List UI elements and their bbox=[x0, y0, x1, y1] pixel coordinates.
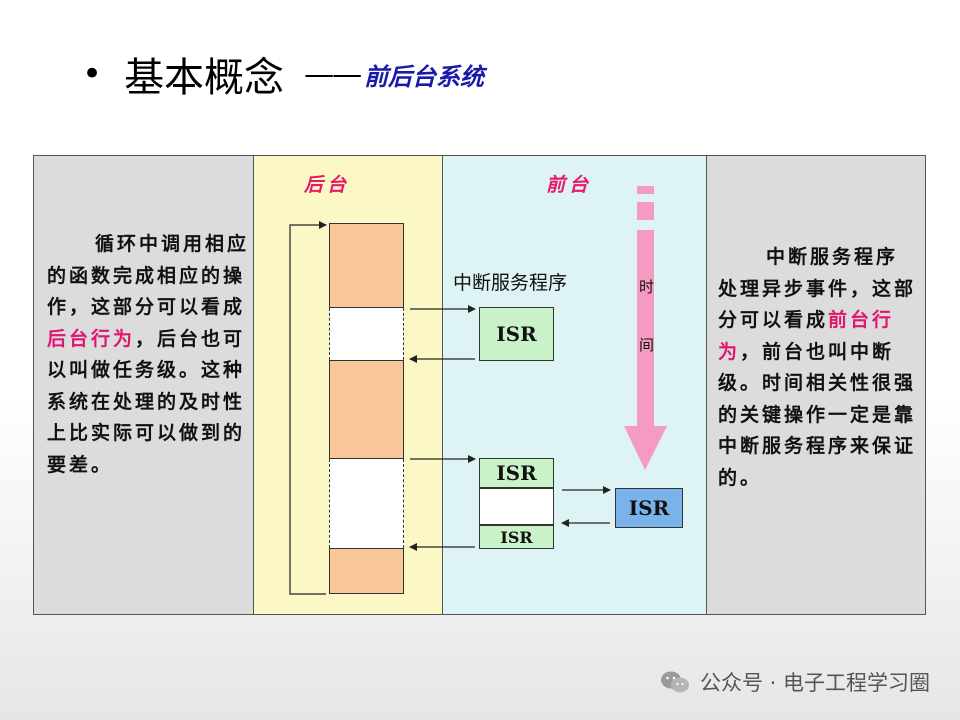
title-bullet: • bbox=[82, 54, 103, 94]
foreground-description-part1: 中断服务程序处理异步事件，这部分可以看成 bbox=[718, 246, 917, 331]
page-title: 基本概念 bbox=[124, 55, 285, 101]
foreground-description: 中断服务程序处理异步事件，这部分可以看成前台行为，前台也叫中断级。时间相关性很强… bbox=[718, 242, 918, 494]
background-description-part2: ，后台也可以叫做任务级。这种系统在处理的及时性上比实际可以做到的要差。 bbox=[47, 327, 246, 476]
page-subtitle: 前后台系统 bbox=[364, 61, 485, 91]
interrupt-gap bbox=[329, 308, 404, 360]
time-arrow bbox=[624, 186, 667, 470]
isr-box: ISR bbox=[479, 307, 554, 361]
isr-box: ISR bbox=[479, 525, 554, 549]
nested-isr-box: ISR bbox=[615, 488, 683, 528]
foreground-label: 前台 bbox=[546, 174, 593, 196]
left-description-panel bbox=[33, 155, 254, 615]
isr-box: ISR bbox=[479, 458, 554, 488]
title-dash: —— bbox=[304, 56, 362, 92]
task-block bbox=[329, 360, 404, 459]
watermark: 公众号 · 电子工程学习圈 bbox=[660, 664, 930, 700]
time-label-char: 间 bbox=[639, 336, 655, 354]
isr-interrupted-gap bbox=[479, 488, 554, 525]
task-block bbox=[329, 548, 404, 594]
foreground-description-part2: ，前台也叫中断级。时间相关性很强的关键操作一定是靠中断服务程序来保证的。 bbox=[718, 340, 917, 489]
background-behavior-highlight: 后台行为 bbox=[47, 327, 136, 350]
foreground-behavior-highlight: 前台行为 bbox=[718, 309, 895, 363]
watermark-text: 公众号 · 电子工程学习圈 bbox=[699, 671, 930, 695]
task-block bbox=[329, 223, 404, 308]
loop-arrow bbox=[289, 221, 327, 595]
background-description-part1: 循环中调用相应的函数完成相应的操作，这部分可以看成 bbox=[47, 233, 250, 318]
time-label-char: 时 bbox=[639, 278, 655, 296]
title-row: • 基本概念 —— 前后台系统 bbox=[82, 44, 484, 104]
right-description-panel bbox=[706, 155, 926, 615]
background-description: 循环中调用相应的函数完成相应的操作，这部分可以看成后台行为，后台也可以叫做任务级… bbox=[47, 229, 251, 481]
wechat-icon bbox=[660, 671, 689, 693]
background-label: 后台 bbox=[304, 174, 351, 196]
interrupt-gap bbox=[329, 459, 404, 548]
isr-program-label: 中断服务程序 bbox=[453, 272, 568, 294]
